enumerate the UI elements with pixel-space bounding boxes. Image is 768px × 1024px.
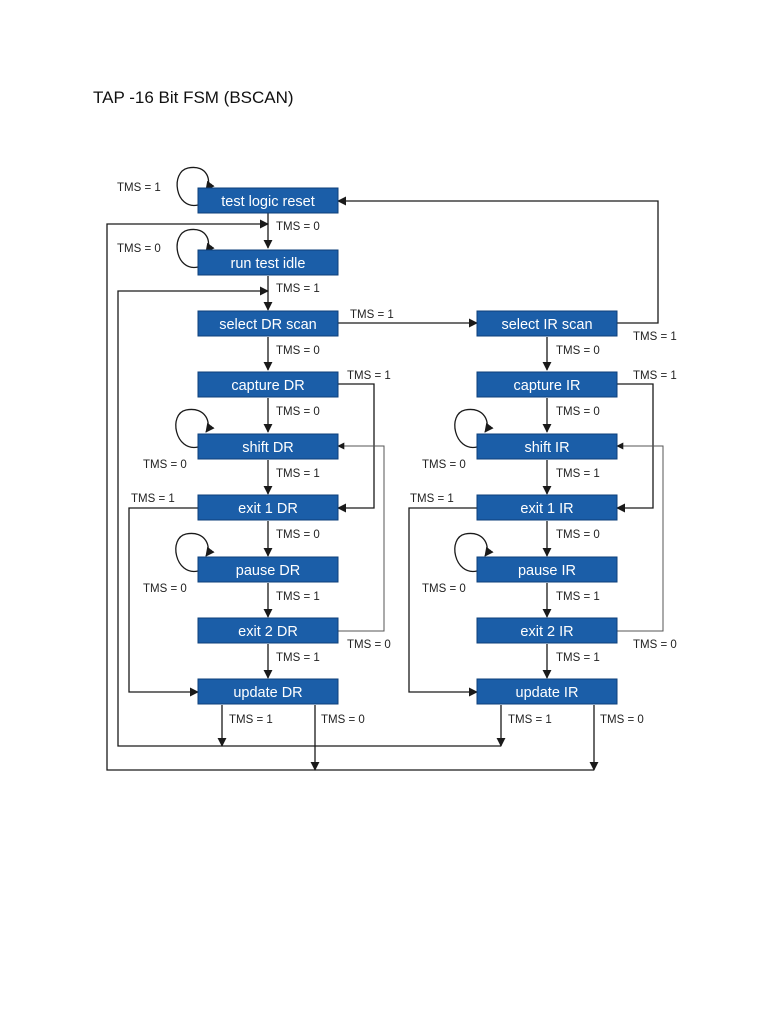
tms-label: TMS = 1 xyxy=(276,652,320,664)
state-exit2-ir: exit 2 IR xyxy=(476,617,618,644)
state-update-ir: update IR xyxy=(476,678,618,705)
state-label: select DR scan xyxy=(219,317,317,333)
tms-label: TMS = 1 xyxy=(350,309,394,321)
state-label: shift DR xyxy=(242,440,294,456)
state-label: exit 2 DR xyxy=(238,624,298,640)
state-pause-dr: pause DR xyxy=(197,556,339,583)
tms-label: TMS = 1 xyxy=(276,468,320,480)
tms-label: TMS = 1 xyxy=(117,182,161,194)
state-test-logic-reset: test logic reset xyxy=(197,187,339,214)
tms-label: TMS = 1 xyxy=(347,370,391,382)
tms-labels: TMS = 1 TMS = 0 TMS = 0 TMS = 1 TMS = 1 … xyxy=(117,182,677,726)
state-exit2-dr: exit 2 DR xyxy=(197,617,339,644)
state-exit1-dr: exit 1 DR xyxy=(197,494,339,521)
tms-label: TMS = 0 xyxy=(143,459,187,471)
tms-label: TMS = 0 xyxy=(556,529,600,541)
state-capture-ir: capture IR xyxy=(476,371,618,398)
tms-label: TMS = 0 xyxy=(422,459,466,471)
tms-label: TMS = 1 xyxy=(556,591,600,603)
tms-label: TMS = 0 xyxy=(347,639,391,651)
state-label: shift IR xyxy=(524,440,569,456)
tms-label: TMS = 1 xyxy=(276,591,320,603)
state-shift-dr: shift DR xyxy=(197,433,339,460)
tms-label: TMS = 0 xyxy=(556,345,600,357)
state-select-ir-scan: select IR scan xyxy=(476,310,618,337)
tms-label: TMS = 0 xyxy=(422,583,466,595)
state-label: exit 1 DR xyxy=(238,501,298,517)
state-label: update DR xyxy=(233,685,302,701)
tms-label: TMS = 0 xyxy=(556,406,600,418)
state-label: capture IR xyxy=(514,378,581,394)
tms-label: TMS = 1 xyxy=(508,714,552,726)
tms-label: TMS = 0 xyxy=(276,345,320,357)
transition-wires xyxy=(106,166,664,771)
state-capture-dr: capture DR xyxy=(197,371,339,398)
state-exit1-ir: exit 1 IR xyxy=(476,494,618,521)
tms-label: TMS = 0 xyxy=(321,714,365,726)
tms-label: TMS = 0 xyxy=(276,406,320,418)
state-label: run test idle xyxy=(231,256,306,272)
tms-label: TMS = 1 xyxy=(556,468,600,480)
tms-label: TMS = 0 xyxy=(117,243,161,255)
tms-label: TMS = 0 xyxy=(633,639,677,651)
tms-label: TMS = 0 xyxy=(276,529,320,541)
state-label: update IR xyxy=(516,685,579,701)
tms-label: TMS = 1 xyxy=(556,652,600,664)
tms-label: TMS = 0 xyxy=(600,714,644,726)
state-label: exit 1 IR xyxy=(520,501,573,517)
tms-label: TMS = 0 xyxy=(276,221,320,233)
state-label: exit 2 IR xyxy=(520,624,573,640)
page-title: TAP -16 Bit FSM (BSCAN) xyxy=(93,88,294,107)
state-label: test logic reset xyxy=(221,194,315,210)
state-select-dr-scan: select DR scan xyxy=(197,310,339,337)
tms-label: TMS = 1 xyxy=(276,283,320,295)
state-shift-ir: shift IR xyxy=(476,433,618,460)
state-pause-ir: pause IR xyxy=(476,556,618,583)
tms-label: TMS = 1 xyxy=(633,370,677,382)
state-label: pause DR xyxy=(236,563,300,579)
state-label: pause IR xyxy=(518,563,576,579)
tms-label: TMS = 1 xyxy=(131,493,175,505)
state-run-test-idle: run test idle xyxy=(197,249,339,276)
state-update-dr: update DR xyxy=(197,678,339,705)
state-label: capture DR xyxy=(231,378,304,394)
tms-label: TMS = 0 xyxy=(143,583,187,595)
state-label: select IR scan xyxy=(501,317,592,333)
tms-label: TMS = 1 xyxy=(410,493,454,505)
tms-label: TMS = 1 xyxy=(633,331,677,343)
tms-label: TMS = 1 xyxy=(229,714,273,726)
